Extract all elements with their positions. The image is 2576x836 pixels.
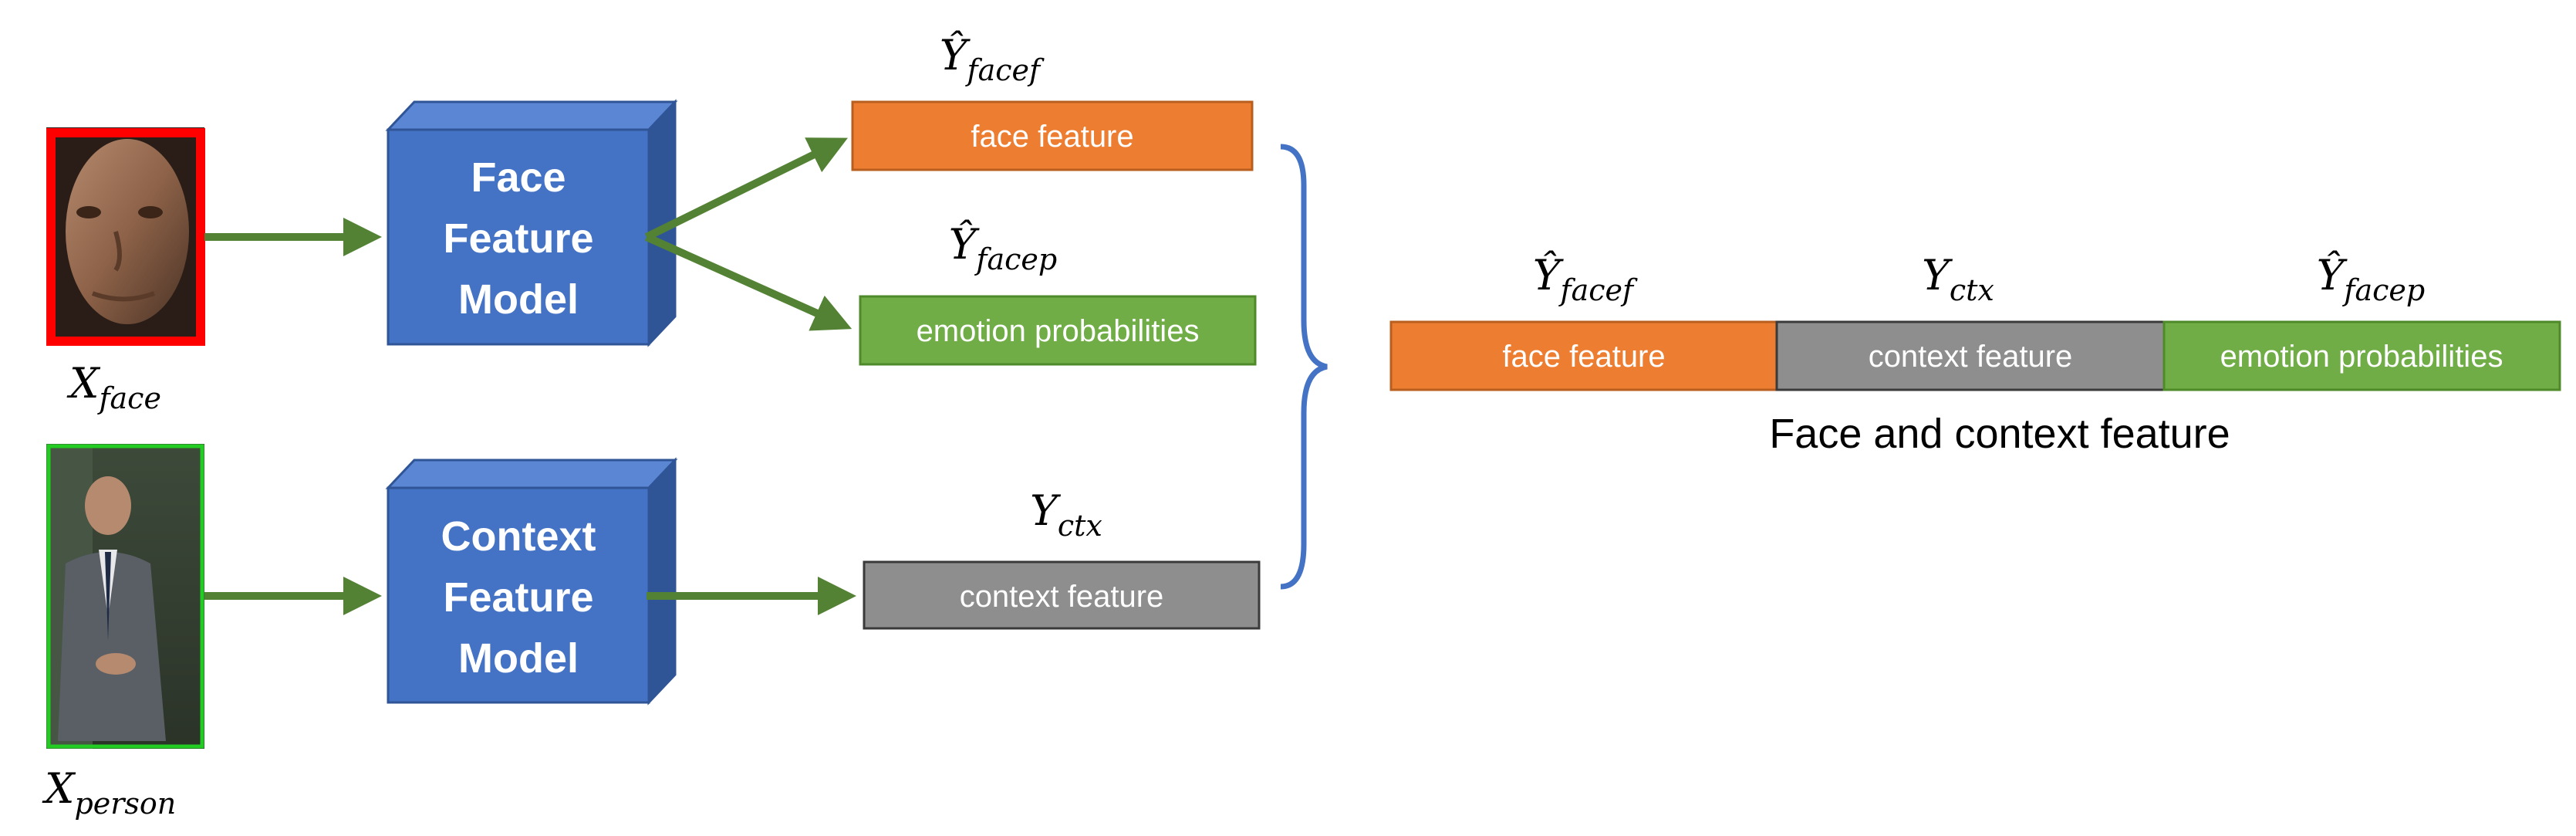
context-feature-model: Context Feature Model xyxy=(385,457,678,706)
arrow-model-to-face-feature xyxy=(644,137,848,241)
face-model-label-line1: Face xyxy=(471,154,566,201)
arrow-model-to-emotion xyxy=(644,233,852,331)
combined-segment-emotion-text: emotion probabilities xyxy=(2220,340,2503,374)
context-feature-box xyxy=(863,560,1261,630)
combined-label-face: Ŷfacef xyxy=(1533,249,1638,307)
face-frame xyxy=(46,128,205,346)
face-photo-icon xyxy=(46,127,204,344)
combined-segment-face xyxy=(1389,320,1778,391)
combined-label-context: Yctx xyxy=(1922,251,1994,307)
person-input xyxy=(46,444,204,749)
person-input-label: Xperson xyxy=(42,764,176,821)
face-feature-box xyxy=(851,100,1254,171)
person-frame xyxy=(46,444,204,749)
context-output-label: Yctx xyxy=(1030,486,1102,543)
combined-segment-context-text: context feature xyxy=(1869,340,2073,374)
combined-caption: Face and context feature xyxy=(1769,411,2230,457)
concatenate-brace xyxy=(1280,144,1328,590)
context-model-label-line1: Context xyxy=(441,513,596,560)
face-input xyxy=(46,127,205,346)
face-input-label: Xface xyxy=(66,359,161,415)
face-model-label-line2: Feature xyxy=(443,215,593,262)
context-model-label-line3: Model xyxy=(458,635,579,682)
face-feature-output-label: Ŷfacef xyxy=(940,29,1045,87)
combined-segment-context xyxy=(1775,320,2166,391)
face-feature-box-text: face feature xyxy=(971,120,1133,154)
combined-segment-emotion xyxy=(2162,320,2561,391)
emotion-probabilities-box xyxy=(859,295,1257,366)
context-feature-box-text: context feature xyxy=(960,580,1164,614)
face-model-label-line3: Model xyxy=(458,276,579,323)
context-model-label-line2: Feature xyxy=(443,574,593,621)
combined-segment-face-text: face feature xyxy=(1502,340,1665,374)
person-photo-icon xyxy=(46,444,204,749)
combined-feature-vector: Ŷfacef Yctx Ŷfacep face feature context … xyxy=(1389,249,2561,457)
combined-label-emotion: Ŷfacep xyxy=(2317,249,2425,307)
face-feature-model: Face Feature Model xyxy=(385,99,678,347)
emotion-output-label: Ŷfacep xyxy=(949,218,1057,276)
emotion-probabilities-box-text: emotion probabilities xyxy=(917,314,1200,348)
